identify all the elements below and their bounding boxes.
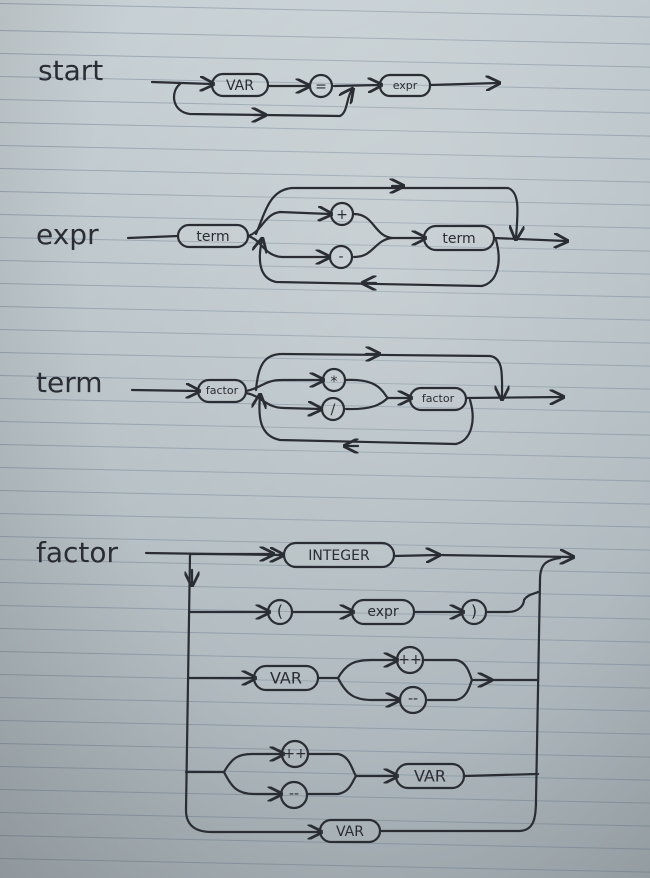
start-token-equals: = (315, 79, 327, 95)
factor-prefix-merge-top (306, 752, 396, 776)
factor-postfix-branch-incr (316, 660, 396, 680)
factor-prefix-line-out (462, 772, 540, 778)
factor-token-integer-box (282, 541, 396, 569)
factor-token-expr: expr (367, 604, 399, 620)
expr-branch-plus-in (246, 212, 330, 238)
term-token-factor-second-box (408, 386, 468, 412)
term-branch-times-out (344, 378, 410, 398)
start-token-var: VAR (226, 78, 254, 94)
factor-token-decr-prefix-box (279, 780, 309, 810)
start-line-eq-expr (332, 85, 380, 86)
start-line-out (428, 83, 498, 85)
term-line-out (464, 397, 562, 398)
expr-token-plus: + (336, 207, 348, 223)
factor-token-var-plain-box (318, 818, 382, 844)
rule-term: term factor * / factor (36, 354, 562, 446)
factor-prefix-branch-incr (184, 754, 282, 774)
factor-postfix-merge-top (422, 658, 490, 680)
start-token-equals-box (308, 73, 334, 99)
factor-token-incr-prefix-box (280, 739, 310, 769)
factor-token-lparen-box (266, 598, 294, 626)
expr-token-minus-box (328, 244, 354, 270)
factor-token-var-plain: VAR (336, 824, 364, 840)
factor-token-incr-postfix-box (395, 645, 425, 675)
factor-token-var-postfix: VAR (270, 669, 302, 688)
factor-postfix-merge-bottom (426, 678, 474, 702)
factor-token-rparen: ) (471, 602, 477, 621)
rule-start: start VAR = expr (38, 54, 498, 116)
expr-token-term-first-box (176, 223, 250, 249)
factor-line-integer-out (392, 555, 438, 556)
expr-token-term-second-box (422, 224, 496, 252)
factor-token-incr-postfix: ++ (398, 652, 421, 668)
factor-token-incr-prefix: ++ (283, 746, 306, 762)
factor-token-var-prefix: VAR (414, 767, 446, 786)
rule-name-term: term (36, 366, 103, 399)
factor-token-decr-postfix: -- (408, 691, 418, 707)
rule-name-expr: expr (36, 218, 99, 251)
factor-prefix-merge-bottom (306, 774, 358, 796)
factor-right-spine (378, 556, 562, 833)
rule-factor: factor (36, 536, 572, 844)
expr-branch-plus-out (352, 212, 424, 238)
term-token-divide: / (331, 402, 336, 418)
rule-expr: expr term + - term (36, 186, 566, 286)
rule-name-factor: factor (36, 536, 119, 569)
factor-postfix-branch-decr (336, 676, 398, 700)
term-loop-back (259, 396, 474, 446)
factor-paren-line-out (484, 590, 540, 614)
term-branch-divide-in (244, 391, 320, 409)
factor-prefix-branch-decr (222, 770, 280, 794)
factor-token-var-postfix-box (252, 664, 320, 692)
expr-loop-back (260, 240, 500, 288)
term-token-divide-box (320, 396, 346, 422)
term-token-times: * (331, 374, 338, 390)
expr-token-term-second: term (442, 231, 475, 247)
factor-token-integer: INTEGER (308, 548, 370, 564)
factor-left-spine (184, 553, 320, 832)
term-branch-times-in (244, 380, 322, 393)
term-token-times-box (321, 367, 347, 393)
rule-name-start: start (38, 54, 103, 87)
term-token-factor-second: factor (422, 392, 455, 405)
expr-token-plus-box (329, 201, 355, 227)
term-branch-divide-out (344, 396, 390, 411)
factor-token-decr-postfix-box (398, 685, 428, 715)
factor-token-decr-prefix: -- (289, 786, 299, 802)
term-token-factor-first-box (196, 378, 248, 404)
factor-token-var-prefix-box (394, 762, 466, 790)
factor-line-out (436, 555, 572, 557)
start-token-var-box (210, 72, 270, 98)
expr-line-in (126, 234, 180, 240)
expr-branch-minus-out (352, 236, 394, 259)
term-line-in (130, 390, 198, 391)
factor-token-rparen-box (460, 598, 488, 626)
start-token-expr: expr (393, 79, 418, 92)
factor-token-lparen: ( (277, 602, 283, 621)
term-token-factor-first: factor (206, 384, 239, 397)
expr-line-out (492, 238, 566, 241)
start-line-in (150, 82, 212, 84)
expr-token-minus: - (338, 249, 343, 265)
expr-token-term-first: term (196, 229, 229, 245)
start-token-expr-box (378, 73, 432, 98)
expr-bypass-top (254, 186, 518, 238)
term-bypass-top (254, 352, 502, 398)
factor-token-expr-box (350, 598, 416, 626)
